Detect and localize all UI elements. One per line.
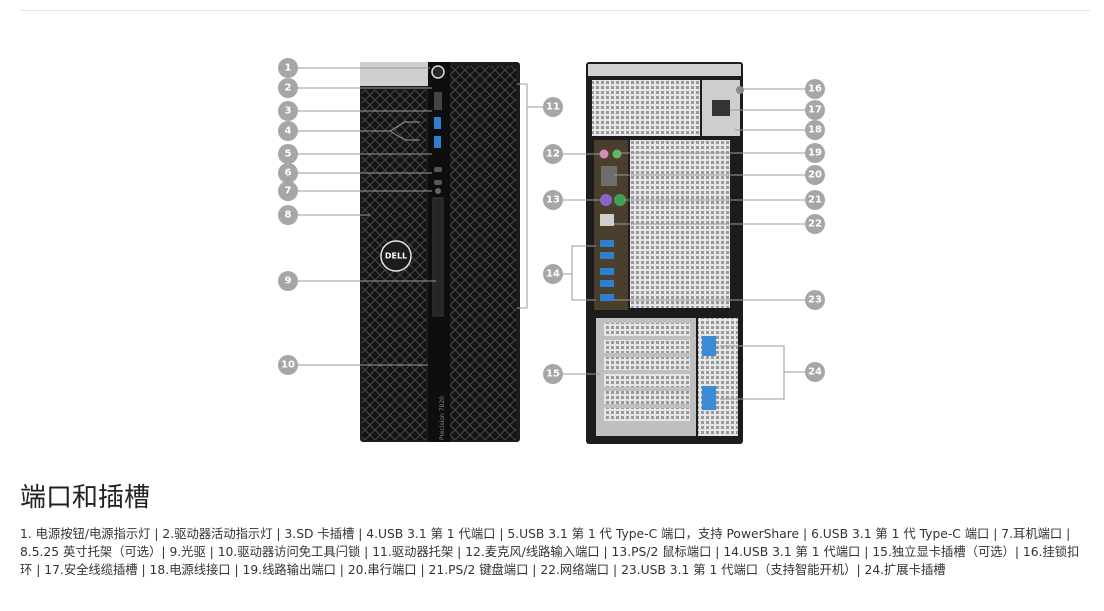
leader-lines [297, 67, 806, 400]
callout-12: 12 [543, 144, 563, 164]
callout-5: 5 [278, 144, 298, 164]
svg-text:24: 24 [808, 367, 822, 378]
callout-24: 24 [805, 362, 825, 382]
svg-text:18: 18 [808, 125, 822, 136]
dell-logo-icon [380, 240, 412, 272]
usb-front-icon [434, 117, 441, 129]
callout-15: 15 [543, 364, 563, 384]
svg-text:23: 23 [808, 295, 822, 306]
power-button-icon [431, 65, 445, 79]
network-port-icon [600, 214, 614, 226]
callout-4: 4 [278, 121, 298, 141]
svg-text:19: 19 [808, 148, 822, 159]
callout-16: 16 [805, 79, 825, 99]
callout-9: 9 [278, 271, 298, 291]
svg-text:8: 8 [285, 210, 292, 221]
section-title: 端口和插槽 [20, 483, 151, 513]
usb-rear-icon [600, 268, 614, 275]
ps2-keyboard-icon [614, 194, 626, 206]
callout-13: 13 [543, 190, 563, 210]
serial-port-icon [601, 166, 617, 186]
callout-3: 3 [278, 101, 298, 121]
svg-text:11: 11 [546, 102, 560, 113]
power-connector-icon [712, 100, 730, 116]
optical-drive-icon [432, 197, 444, 317]
usb-rear-icon [600, 280, 614, 287]
svg-text:6: 6 [285, 168, 292, 179]
svg-text:15: 15 [546, 369, 560, 380]
svg-text:13: 13 [546, 195, 560, 206]
callout-7: 7 [278, 181, 298, 201]
card-latch-icon [702, 386, 716, 410]
padlock-ring-icon [736, 86, 744, 94]
line-out-port-icon [612, 149, 622, 159]
usb-c-icon [434, 167, 442, 172]
callout-23: 23 [805, 290, 825, 310]
usb-rear-icon [600, 252, 614, 259]
card-latch-icon [702, 336, 716, 356]
svg-text:4: 4 [285, 126, 292, 137]
callout-19: 19 [805, 143, 825, 163]
svg-text:22: 22 [808, 219, 822, 230]
svg-text:17: 17 [808, 105, 822, 116]
callout-6: 6 [278, 163, 298, 183]
callout-22: 22 [805, 214, 825, 234]
svg-text:16: 16 [808, 84, 822, 95]
callout-8: 8 [278, 205, 298, 225]
ps2-mouse-icon [600, 194, 612, 206]
callout-10: 10 [278, 355, 298, 375]
svg-text:12: 12 [546, 149, 560, 160]
svg-text:2: 2 [285, 83, 292, 94]
rear-view [586, 62, 744, 444]
ports-description: 1. 电源按钮/电源指示灯 | 2.驱动器活动指示灯 | 3.SD 卡插槽 | … [20, 527, 1080, 577]
front-view: DELL Precision 7820 [360, 62, 520, 442]
psu-vent [592, 80, 700, 136]
svg-text:10: 10 [281, 360, 295, 371]
model-label: Precision 7820 [439, 396, 446, 440]
callout-11: 11 [543, 97, 563, 117]
svg-text:1: 1 [285, 63, 292, 74]
callout-21: 21 [805, 190, 825, 210]
rear-top-handle [588, 64, 741, 76]
usb-rear-icon [600, 294, 614, 301]
workstation-figure: DELL Precision 7820 [278, 58, 825, 444]
svg-text:5: 5 [285, 149, 292, 160]
card-latch-panel [698, 318, 738, 436]
callout-1: 1 [278, 58, 298, 78]
dell-logo-text: DELL [385, 252, 407, 261]
svg-text:21: 21 [808, 195, 822, 206]
front-right-grille [450, 66, 516, 440]
usb-rear-icon [600, 240, 614, 247]
expansion-slots [596, 318, 696, 436]
svg-text:14: 14 [546, 269, 560, 280]
mic-port-icon [599, 149, 609, 159]
callout-18: 18 [805, 120, 825, 140]
svg-text:9: 9 [285, 276, 292, 287]
usb-front-icon [434, 136, 441, 148]
callout-2: 2 [278, 78, 298, 98]
callout-17: 17 [805, 100, 825, 120]
top-divider [20, 10, 1090, 11]
callout-14: 14 [543, 264, 563, 284]
front-top-handle [360, 62, 430, 86]
callout-20: 20 [805, 165, 825, 185]
svg-text:7: 7 [285, 186, 292, 197]
usb-c-icon [434, 180, 442, 185]
sd-slot-icon [434, 92, 442, 110]
svg-text:3: 3 [285, 106, 292, 117]
svg-text:20: 20 [808, 170, 822, 181]
headphone-port-icon [435, 188, 441, 194]
